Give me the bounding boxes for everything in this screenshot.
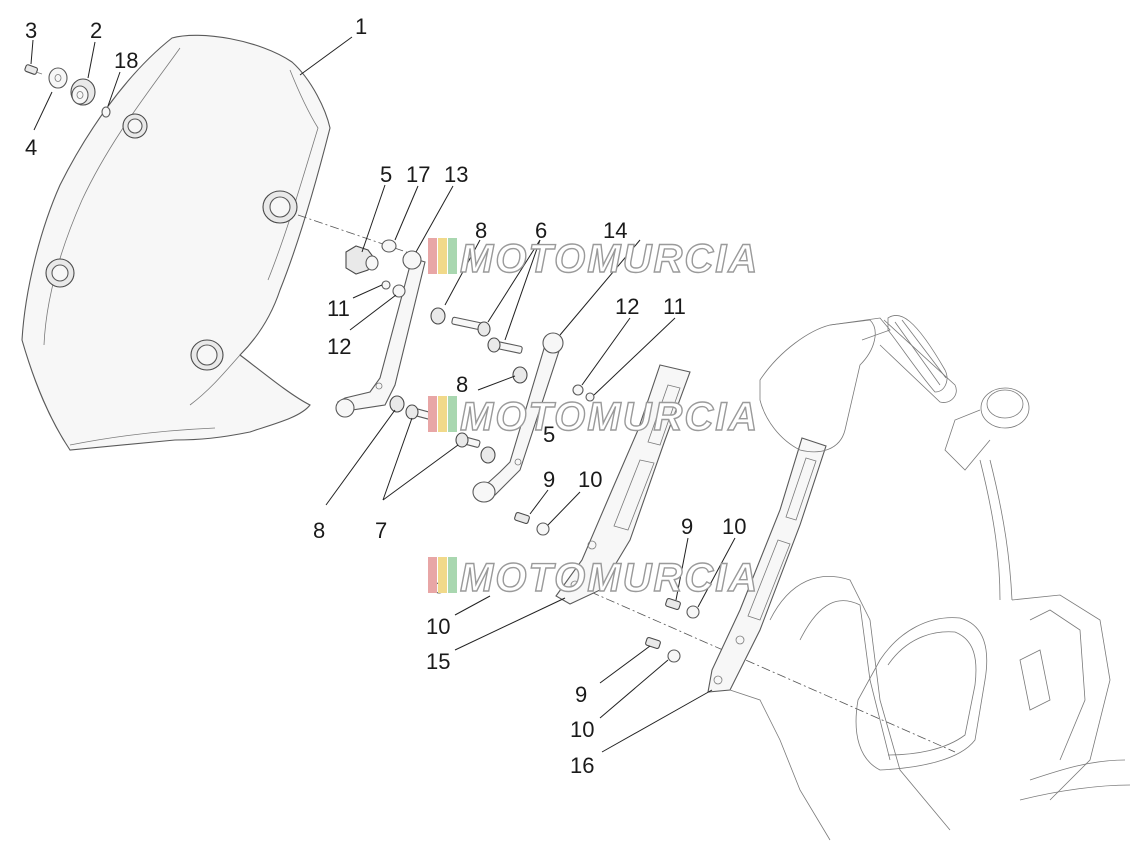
washer-4 xyxy=(48,67,68,89)
bolt-9-right-upper xyxy=(665,598,681,610)
washer-10-right-lower xyxy=(667,649,681,663)
washer-12-right xyxy=(572,384,584,396)
headlight xyxy=(855,617,988,771)
callout-17: 17 xyxy=(406,162,430,187)
spacer-8-middle xyxy=(512,366,528,384)
watermark-stripe-red xyxy=(428,396,437,432)
callout-6: 6 xyxy=(535,218,547,243)
spacer-2 xyxy=(70,78,96,106)
watermark-text: MOTOMURCIA xyxy=(460,237,759,281)
handlebar-grip xyxy=(887,314,948,393)
watermark-stripe-green xyxy=(448,238,457,274)
callout-13: 13 xyxy=(444,162,468,187)
callout-4: 4 xyxy=(25,135,37,160)
brake-reservoir xyxy=(944,387,1030,471)
callout-7: 7 xyxy=(375,518,387,543)
callout-11: 11 xyxy=(663,294,686,319)
washer-11-right xyxy=(585,392,595,402)
callout-16: 16 xyxy=(570,753,594,778)
callout-10: 10 xyxy=(570,717,594,742)
callout-9: 9 xyxy=(543,467,555,492)
watermark-bottom: MOTOMURCIA xyxy=(428,555,759,601)
callout-8: 8 xyxy=(313,518,325,543)
bolt-6-a xyxy=(451,316,491,337)
bolt-9-upper xyxy=(514,512,530,524)
watermark-stripe-yellow xyxy=(438,238,447,274)
spacer-8-top xyxy=(430,307,446,325)
callout-9: 9 xyxy=(575,682,587,707)
callout-11: 11 xyxy=(327,296,350,321)
callout-15: 15 xyxy=(426,649,450,674)
bolt-6-b xyxy=(487,337,523,354)
callout-10: 10 xyxy=(578,467,602,492)
callout-1: 1 xyxy=(355,14,367,39)
washer-10-right-upper xyxy=(686,605,700,619)
callout-12: 12 xyxy=(327,334,351,359)
washer-17 xyxy=(381,239,397,253)
washer-18 xyxy=(101,106,111,118)
callout-3: 3 xyxy=(25,18,37,43)
callout-5: 5 xyxy=(380,162,392,187)
callout-labels: 1 2 3 4 18 5 17 13 8 6 14 11 12 12 11 8 … xyxy=(25,14,746,778)
watermark-stripe-red xyxy=(428,238,437,274)
spacer-8-lower-left xyxy=(389,395,405,413)
callout-10: 10 xyxy=(426,614,450,639)
callout-2: 2 xyxy=(90,18,102,43)
assembly-axis-lower xyxy=(574,584,956,753)
knob-5 xyxy=(345,245,379,275)
watermark-stripe-red xyxy=(428,557,437,593)
callout-8: 8 xyxy=(475,218,487,243)
support-16 xyxy=(707,437,827,693)
support-15 xyxy=(555,364,691,605)
washer-10-upper xyxy=(536,522,550,536)
callout-10: 10 xyxy=(722,514,746,539)
callout-18: 18 xyxy=(114,48,138,73)
washer-11-left xyxy=(381,280,391,290)
callout-9: 9 xyxy=(681,514,693,539)
watermark-middle: MOTOMURCIA xyxy=(428,394,759,440)
callout-8: 8 xyxy=(456,372,468,397)
watermark-stripe-yellow xyxy=(438,557,447,593)
leader-lines xyxy=(30,36,736,753)
watermark-text: MOTOMURCIA xyxy=(460,556,759,600)
washer-12-left xyxy=(392,284,406,298)
callout-14: 14 xyxy=(603,218,627,243)
watermark-stripe-green xyxy=(448,396,457,432)
callout-12: 12 xyxy=(615,294,639,319)
bracket-14 xyxy=(472,332,564,503)
bolt-7-b xyxy=(455,432,496,464)
windshield xyxy=(21,34,331,451)
bracket-13 xyxy=(335,250,426,418)
watermark-stripe-yellow xyxy=(438,396,447,432)
watermark-text: MOTOMURCIA xyxy=(460,395,759,439)
watermark-stripe-green xyxy=(448,557,457,593)
screw-3 xyxy=(24,64,43,75)
scooter-front-assembly xyxy=(729,314,1131,841)
callout-5: 5 xyxy=(543,422,555,447)
watermark-top: MOTOMURCIA xyxy=(428,236,759,282)
bolt-9-right-lower xyxy=(645,637,661,649)
